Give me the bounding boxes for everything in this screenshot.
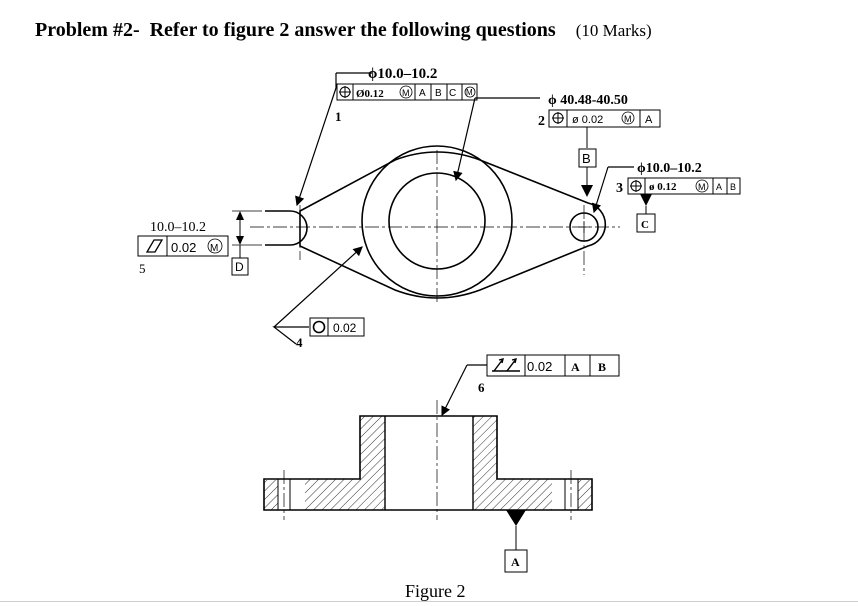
top-view: [265, 145, 607, 299]
callout-1-tolerance: Ø0.12: [356, 88, 384, 100]
problem-title: Problem #2- Refer to figure 2 answer the…: [35, 19, 652, 42]
callout-number-6: 6: [478, 380, 485, 395]
callout-1: ϕ10.0–10.2 Ø0.12 M A B C M 1: [295, 66, 478, 207]
svg-text:B: B: [598, 360, 606, 374]
callout-5: 10.0–10.2 0.02 M D 5: [137, 210, 262, 276]
problem-label: Problem #2-: [35, 19, 140, 41]
callout-2: ϕ 40.48-40.50 ø 0.02 M A 2 B: [453, 93, 661, 197]
svg-text:M: M: [624, 114, 632, 124]
callout-2-dimension: ϕ 40.48-40.50: [548, 93, 628, 108]
callout-4-tolerance: 0.02: [333, 321, 357, 335]
flatness-icon: [145, 239, 164, 253]
callout-number-2: 2: [538, 114, 545, 129]
page-divider: [0, 601, 858, 602]
datum-a-symbol: A: [504, 510, 528, 573]
svg-text:A: A: [571, 360, 580, 374]
callout-3-tolerance: ø 0.12: [649, 181, 677, 193]
position-icon: [552, 112, 564, 124]
svg-text:A: A: [645, 114, 653, 126]
svg-text:A: A: [419, 88, 426, 99]
callout-number-1: 1: [335, 109, 342, 124]
svg-text:M: M: [402, 88, 410, 98]
datum-b: B: [582, 151, 591, 166]
svg-text:M: M: [210, 243, 218, 254]
callout-number-3: 3: [616, 181, 623, 196]
callout-3-dimension: ϕ10.0–10.2: [637, 161, 702, 176]
section-view: [263, 400, 593, 520]
callout-5-dimension: 10.0–10.2: [150, 220, 206, 235]
callout-4: 0.02 4: [272, 247, 364, 350]
svg-text:C: C: [449, 88, 456, 99]
callout-1-dimension: ϕ10.0–10.2: [368, 66, 437, 82]
marks-label: (10 Marks): [575, 21, 652, 40]
center-lines: [250, 150, 620, 305]
problem-instruction: Refer to figure 2 answer the following q…: [149, 19, 556, 41]
callout-6: 0.02 A B 6: [441, 354, 620, 417]
total-runout-icon: [492, 358, 520, 372]
datum-c: C: [641, 219, 649, 231]
left-slot: [265, 210, 308, 246]
svg-text:B: B: [435, 88, 442, 99]
callout-number-5: 5: [139, 261, 146, 276]
position-icon: [630, 180, 642, 192]
callout-6-tolerance: 0.02: [527, 359, 552, 374]
datum-a: A: [511, 555, 520, 569]
svg-text:M: M: [698, 182, 706, 192]
figure-caption: Figure 2: [405, 581, 466, 601]
svg-text:A: A: [716, 182, 722, 192]
callout-2-tolerance: ø 0.02: [572, 114, 603, 126]
flange-outline: [299, 151, 607, 299]
callout-5-tolerance: 0.02: [171, 240, 196, 255]
circularity-icon: [312, 320, 326, 334]
callout-number-4: 4: [296, 335, 303, 350]
svg-text:B: B: [730, 182, 736, 192]
svg-text:M: M: [466, 88, 473, 97]
callout-3: ϕ10.0–10.2 ø 0.12 M A B 3 C: [591, 161, 741, 233]
datum-d: D: [235, 260, 244, 274]
position-icon: [339, 86, 351, 98]
